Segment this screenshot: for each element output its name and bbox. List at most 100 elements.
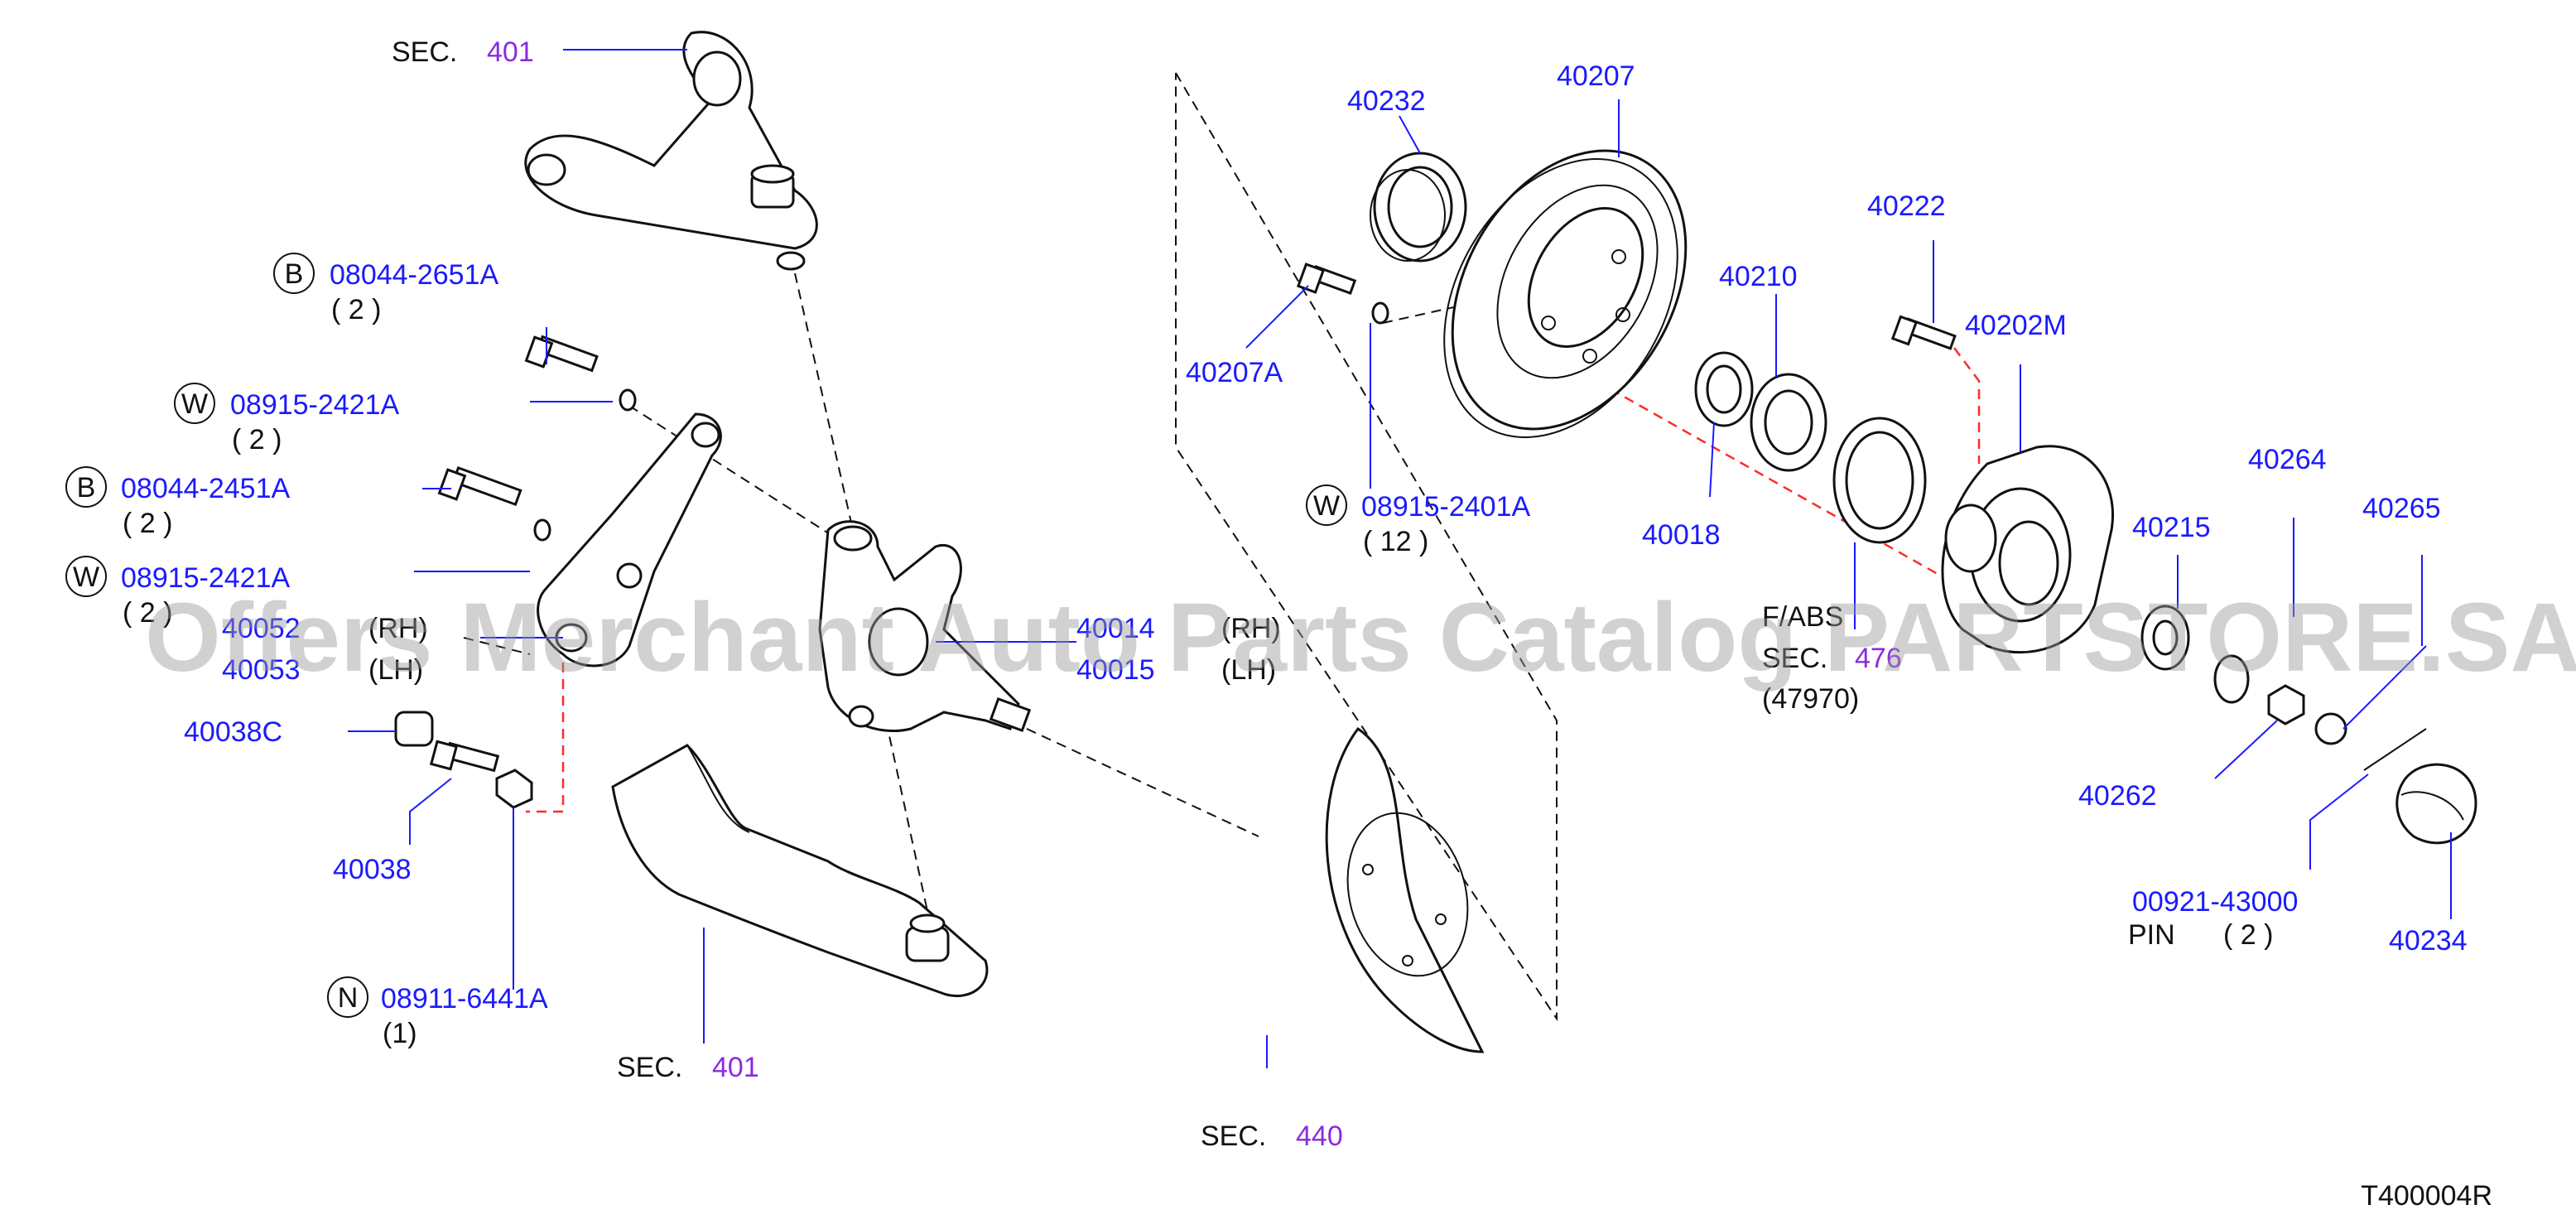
- part-08915-2421A[interactable]: 08915-2421A: [230, 389, 400, 421]
- badge-nut: [327, 976, 368, 1018]
- bolt-08044-2451A: [437, 465, 522, 507]
- sec-label: SEC.: [1201, 1121, 1266, 1152]
- part-00921-43000[interactable]: 00921-43000: [2132, 886, 2298, 918]
- washer-40264: [2213, 654, 2250, 704]
- part-40038[interactable]: 40038: [333, 854, 412, 885]
- part-40015[interactable]: 40015: [1076, 654, 1155, 686]
- part-08915-2421A-2[interactable]: 08915-2421A: [121, 562, 291, 594]
- part-47970[interactable]: (47970): [1762, 683, 1859, 715]
- pin-label: PIN: [2128, 919, 2175, 951]
- leader-line: [2309, 774, 2369, 870]
- part-40264[interactable]: 40264: [2248, 444, 2327, 475]
- part-40014[interactable]: 40014: [1076, 613, 1155, 644]
- bearing-40215: [2140, 605, 2190, 671]
- side-label: (RH): [1221, 613, 1281, 644]
- bushing-40038C: [394, 711, 434, 747]
- abs-ring-47970: [1832, 417, 1927, 544]
- brake-rotor-40207: [1443, 149, 1688, 438]
- side-label: (RH): [368, 613, 428, 644]
- part-08044-2451A[interactable]: 08044-2451A: [121, 473, 291, 504]
- knuckle-arm: [537, 412, 722, 668]
- sec-label: SEC.: [392, 36, 457, 68]
- dash-line: [463, 637, 531, 655]
- badge-bolt: [273, 253, 315, 294]
- red-dash-line: [526, 663, 565, 813]
- side-label: (LH): [368, 654, 423, 686]
- sec-ref-476[interactable]: 476: [1855, 643, 1902, 674]
- qty-label: ( 2 ): [331, 294, 381, 325]
- qty-label: ( 2 ): [2223, 919, 2273, 951]
- dash-line: [1382, 306, 1458, 324]
- part-40232[interactable]: 40232: [1347, 85, 1426, 117]
- part-40262[interactable]: 40262: [2078, 780, 2157, 812]
- leader-line: [2342, 645, 2427, 730]
- part-40207A[interactable]: 40207A: [1186, 357, 1283, 388]
- bolt-40038: [429, 740, 500, 773]
- bearing-40210: [1750, 373, 1827, 472]
- cap-40234: [2395, 763, 2477, 845]
- leader-line: [409, 778, 452, 845]
- part-40052[interactable]: 40052: [222, 613, 301, 644]
- dash-line: [794, 272, 854, 531]
- part-40207[interactable]: 40207: [1557, 60, 1635, 92]
- badge-w-letter: W: [73, 561, 99, 593]
- diagram-id: T400004R: [2361, 1180, 2492, 1212]
- side-label: (LH): [1221, 654, 1276, 686]
- part-40234[interactable]: 40234: [2389, 925, 2468, 957]
- fabs-label: F/ABS: [1762, 601, 1843, 633]
- washer-08915-2421A-2: [533, 518, 551, 542]
- qty-label: ( 12 ): [1363, 526, 1428, 557]
- dash-line: [1026, 728, 1259, 837]
- seal-40232: [1370, 152, 1467, 263]
- bolt-08044-2651A: [524, 335, 599, 373]
- part-40215[interactable]: 40215: [2132, 512, 2211, 543]
- part-40053[interactable]: 40053: [222, 654, 301, 686]
- part-08911-6441A[interactable]: 08911-6441A: [381, 983, 548, 1015]
- badge-bolt: [65, 466, 107, 508]
- washer-08915-2421A: [619, 388, 637, 412]
- sec-ref-401-bottom[interactable]: 401: [712, 1052, 759, 1083]
- hub-40202M: [1941, 445, 2114, 654]
- qty-label: ( 2 ): [123, 508, 172, 539]
- badge-n-letter: N: [338, 982, 359, 1014]
- upper-control-arm: [524, 31, 818, 271]
- bolt-40207A: [1296, 263, 1357, 295]
- badge-b-letter: B: [77, 472, 96, 504]
- lock-40265: [2314, 712, 2347, 745]
- dash-line: [885, 720, 928, 912]
- badge-washer: [174, 383, 215, 424]
- badge-washer: [1306, 484, 1347, 526]
- red-dash-line: [1953, 347, 1981, 464]
- part-40210[interactable]: 40210: [1719, 261, 1798, 292]
- leader-line: [1245, 285, 1309, 349]
- part-40265[interactable]: 40265: [2362, 493, 2441, 524]
- sec-label: SEC.: [617, 1052, 682, 1083]
- sec-label: SEC.: [1762, 643, 1827, 674]
- badge-w-letter: W: [181, 388, 208, 420]
- part-40222[interactable]: 40222: [1867, 190, 1946, 222]
- badge-b-letter: B: [285, 258, 304, 290]
- nut-40262: [2267, 684, 2305, 725]
- part-08915-2401A[interactable]: 08915-2401A: [1361, 491, 1531, 523]
- washer-08915-2401A: [1371, 301, 1389, 325]
- part-40202M[interactable]: 40202M: [1965, 310, 2067, 341]
- qty-label: (1): [383, 1018, 417, 1049]
- sec-ref-401-top[interactable]: 401: [487, 36, 534, 68]
- dust-shield: [1325, 726, 1485, 1053]
- cotter-pin: [2363, 728, 2427, 771]
- part-08044-2651A[interactable]: 08044-2651A: [330, 259, 499, 291]
- watermark: Offers Merchant Auto Parts Catalog PARTS…: [145, 583, 2576, 692]
- leader-line: [1399, 115, 1421, 154]
- part-40018[interactable]: 40018: [1642, 519, 1721, 551]
- leader-line: [2214, 720, 2278, 779]
- badge-washer: [65, 556, 107, 597]
- part-40038C[interactable]: 40038C: [184, 716, 282, 748]
- leader-line: [1709, 422, 1715, 498]
- red-dash-line: [1581, 371, 1963, 590]
- qty-label: ( 2 ): [232, 424, 282, 455]
- sec-ref-440[interactable]: 440: [1296, 1121, 1343, 1152]
- nut-08911-6441A: [495, 769, 533, 809]
- qty-label: ( 2 ): [123, 597, 172, 629]
- dash-line: [628, 405, 837, 539]
